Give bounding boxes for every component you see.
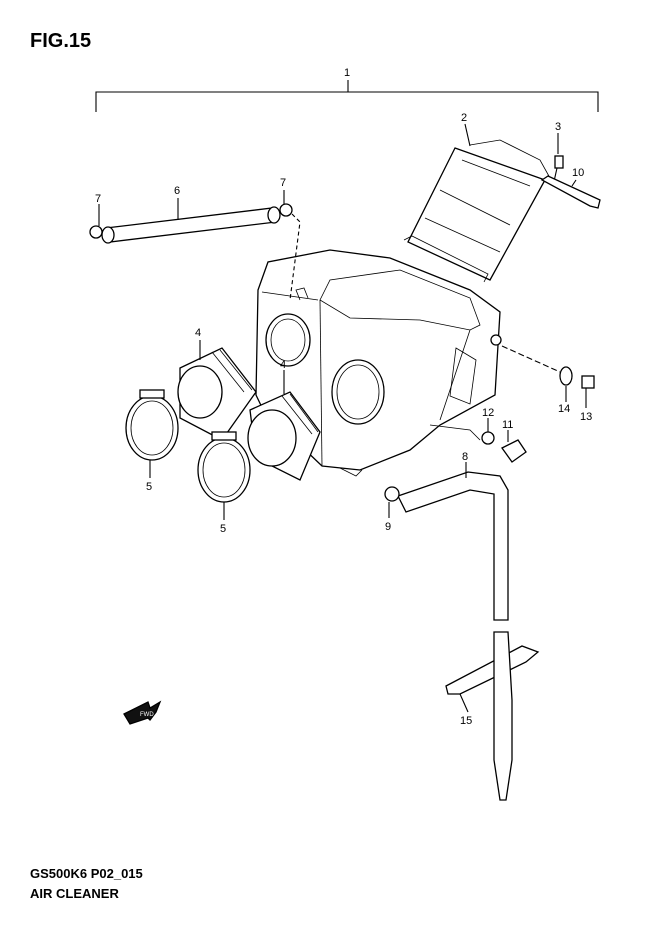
- intake-pipe-lower: [247, 391, 321, 481]
- fwd-label: FWD: [140, 712, 154, 718]
- figure-title: FIG.15: [30, 30, 92, 52]
- callout-13: 13: [580, 411, 592, 423]
- drain-hose: [397, 471, 509, 621]
- callout-9: 9: [385, 521, 391, 533]
- callout-1: 1: [344, 67, 350, 79]
- callout-4-upper: 4: [195, 327, 201, 339]
- diagram-name: AIR CLEANER: [30, 886, 119, 901]
- intake-pipe-upper: [177, 347, 257, 441]
- callout-8: 8: [462, 451, 468, 463]
- clamp-lower: [197, 431, 251, 503]
- callout-12: 12: [482, 407, 494, 419]
- callout-14: 14: [558, 403, 570, 415]
- callout-7-right: 7: [280, 177, 286, 189]
- hose-clamp-right: [279, 203, 293, 217]
- hose-clamp-left: [89, 225, 103, 239]
- callout-10: 10: [572, 167, 584, 179]
- callout-6: 6: [174, 185, 180, 197]
- forward-direction-arrow: FWD: [123, 700, 162, 725]
- leader-lines: [98, 123, 587, 713]
- hose-clip: [384, 486, 400, 502]
- drain-plug-clip: [481, 431, 495, 445]
- callout-15: 15: [460, 715, 472, 727]
- callout-2: 2: [461, 112, 467, 124]
- callout-3: 3: [555, 121, 561, 133]
- bracket: [540, 175, 601, 209]
- hose-holder: [445, 645, 540, 695]
- air-filter-element: [403, 139, 551, 283]
- washer: [559, 366, 573, 386]
- clamp-upper: [125, 389, 179, 461]
- callout-11: 11: [502, 419, 513, 431]
- callout-5-lower: 5: [220, 523, 226, 535]
- bolt: [581, 375, 595, 389]
- drain-tube: [493, 631, 513, 801]
- drain-plug: [501, 439, 527, 463]
- callout-4-lower: 4: [280, 359, 286, 371]
- callout-7-left: 7: [95, 193, 101, 205]
- diagram-code: GS500K6 P02_015: [30, 866, 143, 881]
- assembly-bracket: [95, 80, 599, 112]
- hose: [101, 206, 281, 244]
- callout-5-upper: 5: [146, 481, 152, 493]
